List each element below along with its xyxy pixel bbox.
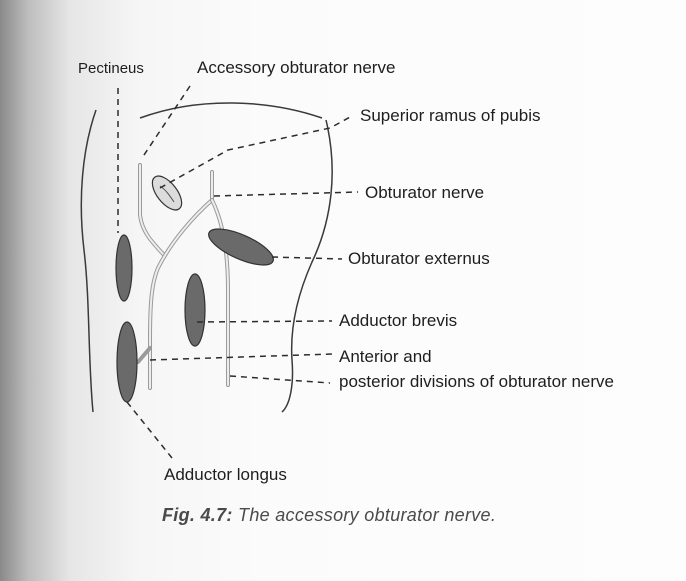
label-obturator-nerve: Obturator nerve	[365, 183, 484, 203]
leader-obturator-nerve	[214, 192, 358, 196]
figure-caption: Fig. 4.7: The accessory obturator nerve.	[162, 505, 496, 526]
obturator-externus-muscle	[204, 222, 278, 272]
pubic-ramus-outline	[140, 103, 322, 118]
leader-obturator-externus	[272, 257, 342, 259]
leader-superior-ramus	[160, 116, 352, 188]
label-anterior-and: Anterior and	[339, 347, 432, 367]
leader-adductor-brevis	[197, 321, 332, 322]
label-adductor-longus: Adductor longus	[164, 465, 287, 485]
label-superior-ramus-of-pubis: Superior ramus of pubis	[360, 106, 540, 126]
label-posterior-divisions: posterior divisions of obturator nerve	[339, 372, 614, 392]
leader-adductor-longus	[127, 402, 172, 458]
label-adductor-brevis: Adductor brevis	[339, 311, 457, 331]
thigh-outline-left	[81, 110, 96, 412]
caption-text: The accessory obturator nerve.	[238, 505, 496, 525]
adductor-brevis-muscle	[185, 274, 205, 346]
thigh-outline-right	[282, 120, 332, 412]
label-obturator-externus: Obturator externus	[348, 249, 490, 269]
label-pectineus: Pectineus	[78, 60, 144, 77]
label-accessory-obturator-nerve: Accessory obturator nerve	[197, 58, 395, 78]
leader-accessory-obturator-nerve	[142, 86, 190, 158]
adductor-longus-muscle	[117, 322, 137, 402]
pectineus-muscle	[116, 235, 132, 301]
leader-anterior-division	[150, 354, 332, 360]
caption-figure-number: Fig. 4.7:	[162, 505, 233, 525]
leader-posterior-division	[230, 376, 330, 383]
